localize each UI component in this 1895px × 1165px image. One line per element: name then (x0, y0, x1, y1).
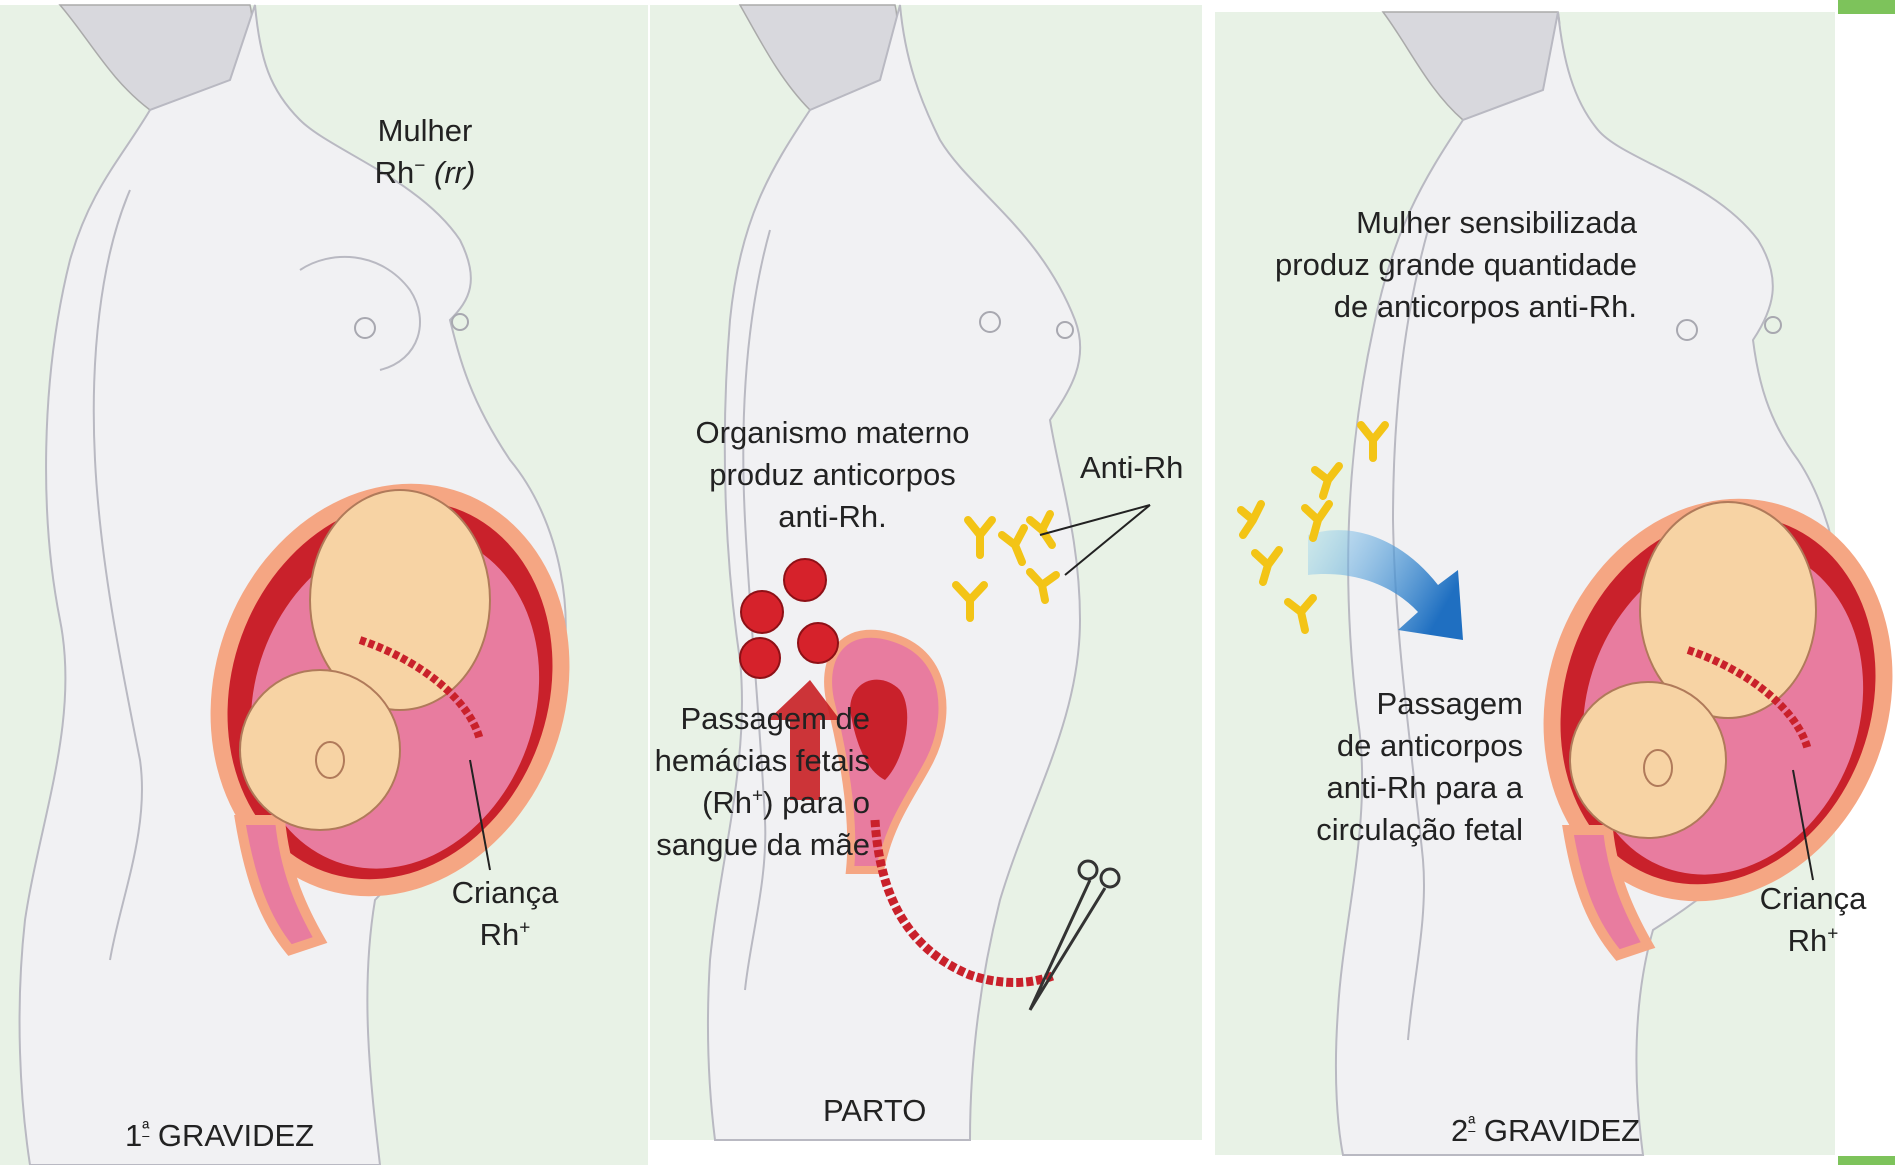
caption-word: GRAVIDEZ (1475, 1113, 1640, 1148)
caption-birth: PARTO (823, 1093, 926, 1129)
sensitized-line: de anticorpos anti-Rh. (1213, 286, 1637, 328)
maternal-organism-text: Organismo materno produz anticorpos anti… (685, 412, 980, 538)
passage-line: sangue da mãe (650, 824, 870, 866)
rh-text: Rh (480, 917, 520, 952)
child-rh-positive-label-3: Criança Rh+ (1743, 878, 1883, 962)
passage-rest: ) para o (763, 785, 870, 820)
woman-rh-line: Rh− (rr) (360, 152, 490, 194)
woman-label: Mulher (360, 110, 490, 152)
antibody-passage-line: circulação fetal (1213, 809, 1523, 851)
first-pregnancy-illustration (0, 0, 650, 1165)
birth-illustration (650, 0, 1210, 1165)
sensitized-line: produz grande quantidade (1213, 244, 1637, 286)
panel-birth: Organismo materno produz anticorpos anti… (650, 0, 1210, 1165)
maternal-text-line: anti-Rh. (685, 496, 980, 538)
genotype-label: (rr) (434, 155, 475, 190)
antibody-passage-line: Passagem (1213, 683, 1523, 725)
sensitized-woman-text: Mulher sensibilizada produz grande quant… (1213, 202, 1637, 328)
fetal-rbc-passage-text: Passagem de hemácias fetais (Rh+) para o… (650, 698, 870, 866)
caption-number: 2 (1451, 1113, 1468, 1148)
maternal-text-line: Organismo materno (685, 412, 980, 454)
red-blood-cell-icon (740, 638, 780, 678)
panel-first-pregnancy: Mulher Rh− (rr) Criança Rh+ 1ª GRAVIDEZ (0, 0, 650, 1165)
caption-number: 1 (125, 1118, 142, 1153)
antibody-passage-line: anti-Rh para a (1213, 767, 1523, 809)
passage-rh-line: (Rh+) para o (650, 782, 870, 824)
accent-bar (1838, 0, 1895, 14)
child-rh-positive-label-1: Criança Rh+ (435, 872, 575, 956)
second-pregnancy-illustration (1213, 0, 1895, 1165)
panel-second-pregnancy: Mulher sensibilizada produz grande quant… (1213, 0, 1895, 1165)
rh-positive-sup: + (752, 786, 763, 807)
child-label: Criança (1743, 878, 1883, 920)
rh-text: Rh (375, 155, 415, 190)
child-rh-line: Rh+ (435, 914, 575, 956)
caption-first-pregnancy: 1ª GRAVIDEZ (125, 1118, 314, 1154)
maternal-text-line: produz anticorpos (685, 454, 980, 496)
red-blood-cell-icon (784, 559, 826, 601)
passage-line: hemácias fetais (650, 740, 870, 782)
accent-bar (1838, 1156, 1895, 1165)
anti-rh-label: Anti-Rh (1080, 447, 1183, 489)
red-blood-cell-icon (741, 591, 783, 633)
woman-rh-negative-label: Mulher Rh− (rr) (360, 110, 490, 194)
red-blood-cell-icon (798, 623, 838, 663)
rh-positive-sup: + (519, 918, 530, 939)
sensitized-line: Mulher sensibilizada (1213, 202, 1637, 244)
caption-word: GRAVIDEZ (149, 1118, 314, 1153)
antibody-passage-text: Passagem de anticorpos anti-Rh para a ci… (1213, 683, 1523, 851)
rh-text: Rh (1788, 923, 1828, 958)
antibody-passage-line: de anticorpos (1213, 725, 1523, 767)
rh-text: (Rh (702, 785, 752, 820)
child-label: Criança (435, 872, 575, 914)
child-rh-line: Rh+ (1743, 920, 1883, 962)
passage-line: Passagem de (650, 698, 870, 740)
caption-second-pregnancy: 2ª GRAVIDEZ (1451, 1113, 1640, 1149)
rh-positive-sup: + (1827, 924, 1838, 945)
rh-negative-sup: − (414, 156, 425, 177)
